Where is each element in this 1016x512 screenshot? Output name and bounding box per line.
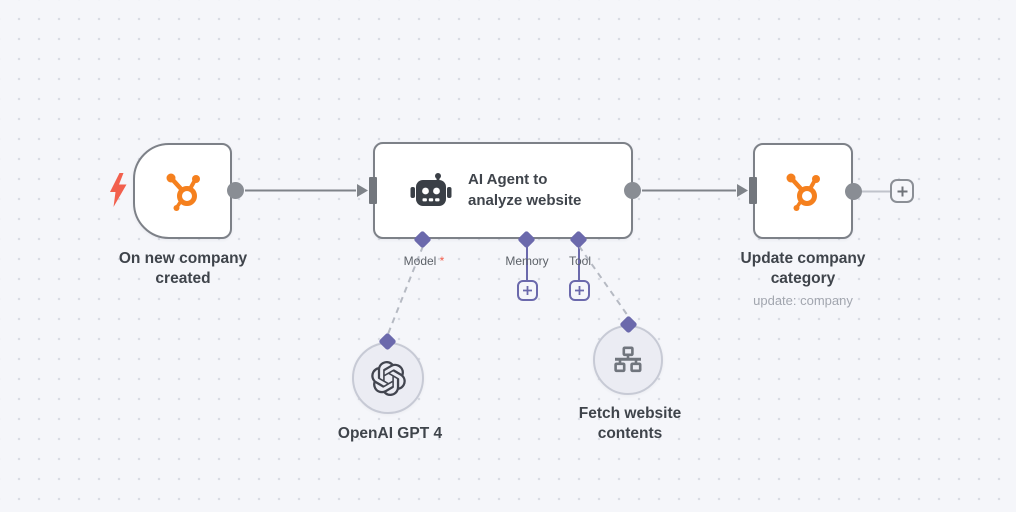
- trigger-node-title: On new company created: [118, 250, 248, 287]
- arrowhead-icon: [357, 184, 368, 197]
- add-tool-button[interactable]: [569, 280, 590, 301]
- update-output-handle[interactable]: [845, 183, 862, 200]
- agent-node-title: AI Agent to analyze website: [468, 170, 582, 209]
- openai-node-title: OpenAI GPT 4: [337, 425, 443, 442]
- update-node-subtitle: update: company: [753, 293, 853, 308]
- lightning-bolt-icon: [110, 173, 127, 207]
- arrowhead-icon: [737, 184, 748, 197]
- add-next-node-button[interactable]: [890, 179, 914, 203]
- plus-icon: [575, 286, 584, 295]
- subnode-openai-model[interactable]: [352, 342, 424, 414]
- memory-port-label: Memory: [505, 254, 549, 268]
- tool-port-label: Tool: [568, 254, 592, 268]
- openai-icon: [370, 360, 406, 396]
- edge-model-to-openai: [387, 245, 424, 335]
- hubspot-icon: [166, 173, 200, 211]
- subnode-fetch-website-contents[interactable]: [593, 325, 663, 395]
- sitemap-icon: [614, 345, 642, 372]
- required-marker: *: [439, 254, 445, 268]
- update-node-title: Update company category update: company: [723, 249, 883, 311]
- fetch-node-title: Fetch website contents: [578, 405, 682, 442]
- node-update-company-category[interactable]: [753, 143, 853, 239]
- trigger-output-handle[interactable]: [227, 182, 244, 199]
- agent-output-handle[interactable]: [624, 182, 641, 199]
- agent-input-handle[interactable]: [369, 177, 377, 204]
- edge-tool-to-fetch: [578, 245, 629, 317]
- add-memory-button[interactable]: [517, 280, 538, 301]
- plus-icon: [897, 186, 907, 196]
- robot-icon: [410, 172, 452, 206]
- plus-icon: [523, 286, 532, 295]
- hubspot-icon: [786, 173, 820, 211]
- node-on-new-company-created[interactable]: [133, 143, 232, 239]
- update-input-handle[interactable]: [749, 177, 757, 204]
- model-port-label: Model *: [403, 254, 445, 268]
- node-ai-agent[interactable]: AI Agent to analyze website: [373, 142, 633, 239]
